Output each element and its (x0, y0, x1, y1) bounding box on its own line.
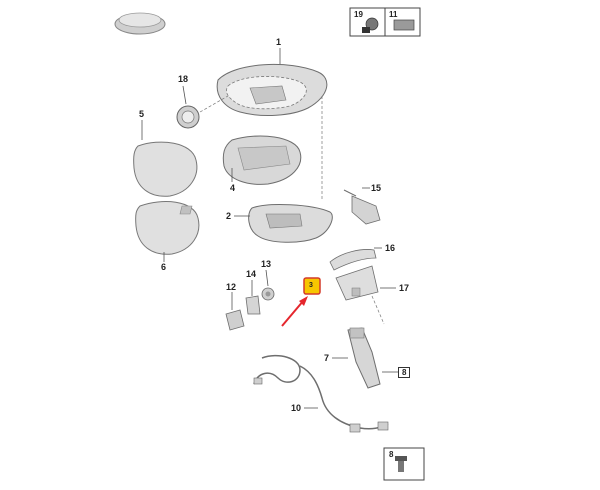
callout-18: 18 (178, 74, 189, 84)
callout-4: 4 (230, 183, 236, 193)
leader-18 (182, 85, 187, 105)
mirror-housing-part-1 (216, 64, 328, 116)
mirror-part-13 (261, 287, 275, 301)
legend-label-11: 11 (387, 10, 400, 19)
mirror-part-12 (225, 309, 245, 331)
dash-18 (199, 95, 229, 113)
callout-7: 7 (324, 353, 330, 363)
mirror-bracket-part-17 (335, 265, 379, 301)
callout-5: 5 (139, 109, 145, 119)
callout-1: 1 (276, 37, 282, 47)
legend-label-8-bottom: 8 (387, 450, 396, 459)
red-arrow-icon (281, 296, 308, 327)
mirror-part-16 (329, 249, 377, 271)
callout-8-box: 8 (398, 367, 411, 378)
legend-label-19: 19 (352, 10, 365, 19)
mirror-glass-part-5 (133, 141, 198, 197)
dash-17 (371, 295, 385, 325)
top-left-pad-part (114, 12, 166, 35)
callout-2: 2 (226, 211, 232, 221)
callout-16: 16 (385, 243, 396, 253)
callout-14: 14 (246, 269, 257, 279)
wiring-harness-part-10 (253, 354, 389, 433)
callout-3: 3 (309, 282, 313, 289)
callout-6: 6 (161, 262, 167, 272)
highlighted-part-3 (303, 277, 321, 295)
mirror-base-part-2 (248, 204, 333, 243)
mirror-motor-part-18 (176, 105, 200, 129)
callout-15: 15 (371, 183, 382, 193)
mirror-cap-part-4 (222, 135, 302, 185)
callout-17: 17 (399, 283, 410, 293)
mirror-part-15 (343, 189, 381, 225)
mirror-part-14 (245, 295, 261, 315)
callout-13: 13 (261, 259, 272, 269)
callout-10: 10 (291, 403, 302, 413)
callout-12: 12 (226, 282, 237, 292)
mirror-glass-part-6 (135, 201, 200, 255)
mirror-actuator-part-7 (347, 327, 381, 389)
leader-13 (265, 269, 269, 287)
